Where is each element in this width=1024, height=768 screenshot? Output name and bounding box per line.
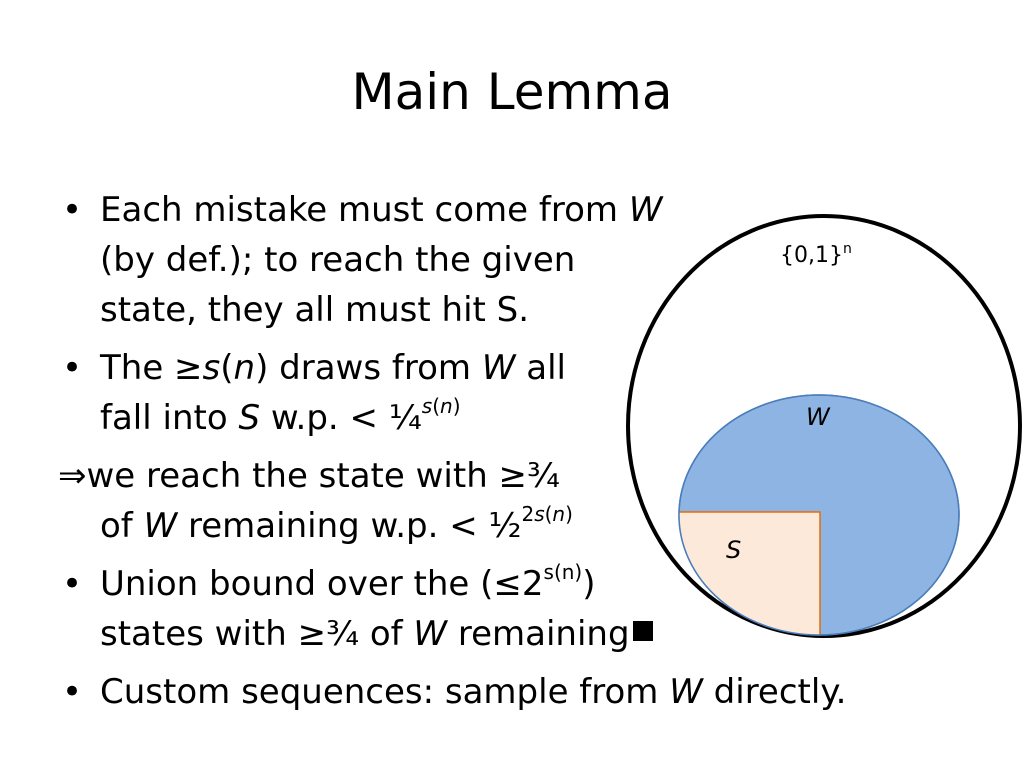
bullet-text: we reach the state with ≥¾ [86, 456, 561, 496]
bullet-line: Custom sequences: sample from W directly… [100, 668, 846, 717]
bullet-text: w.p. < ¼ [260, 398, 422, 438]
bullet-dot-icon: • [62, 564, 83, 604]
variable-w: W [481, 348, 516, 388]
exp-paren: ) [565, 501, 573, 526]
s-region [679, 511, 821, 635]
bullet-text: ) [582, 564, 596, 604]
bullet-line: Each mistake must come from W [100, 186, 662, 235]
implication-line: ⇒we reach the state with ≥¾ [58, 452, 560, 501]
exp-s: s [534, 501, 545, 526]
exp-paren: ( [544, 501, 553, 526]
bullet-dot-icon: • [62, 672, 83, 712]
bullet-line: of W remaining w.p. < ½2s(n) [100, 502, 573, 551]
exponent: s(n) [422, 394, 461, 418]
bullet-line: state, they all must hit S. [100, 286, 529, 335]
variable-n: n [233, 348, 256, 388]
w-label: W [806, 403, 831, 431]
exp-paren: ) [452, 393, 461, 418]
bullet-text: (by def.); to reach the given [100, 240, 576, 280]
bullet-text: of [100, 506, 144, 546]
bullet-text: remaining [447, 614, 630, 654]
bullet-text: Each mistake must come from [100, 190, 629, 230]
bullet-text: all [515, 348, 566, 388]
variable-s: s [202, 348, 221, 388]
universe-label: {0,1}n [780, 241, 852, 268]
w-outline [678, 394, 960, 636]
bullet-dot-icon: • [62, 348, 83, 388]
qed-square-icon [632, 621, 653, 641]
bullet-text: remaining w.p. < ½ [177, 506, 522, 546]
bullet-text: fall into [100, 398, 239, 438]
bullet-line: states with ≥¾ of W remaining [100, 610, 653, 659]
variable-w: W [143, 506, 178, 546]
bullet-text: ) draws from [255, 348, 482, 388]
bullet-text: Union bound over the (≤2 [100, 564, 544, 604]
bullet-line: (by def.); to reach the given [100, 236, 575, 285]
exp-n: n [552, 501, 566, 526]
bullet-text: states with ≥¾ of [100, 614, 414, 654]
exp-paren: ( [432, 393, 441, 418]
bullet-text: directly. [702, 672, 847, 712]
bullet-text: The ≥ [100, 348, 203, 388]
exponent: s(n) [543, 559, 583, 584]
slide-title: Main Lemma [351, 63, 673, 121]
universe-ellipse [626, 214, 1022, 638]
exp-s: s [421, 393, 433, 418]
exp-two: 2 [521, 501, 535, 526]
bullet-line: Union bound over the (≤2s(n)) [100, 560, 596, 609]
s-label: S [726, 536, 741, 564]
implies-icon: ⇒ [58, 456, 87, 496]
variable-w: W [413, 614, 448, 654]
variable-w: W [628, 190, 663, 230]
exp-n: n [440, 393, 453, 418]
bullet-text: Custom sequences: sample from [100, 672, 670, 712]
variable-s: S [238, 398, 261, 438]
bullet-line: The ≥s(n) draws from W all [100, 344, 566, 393]
set-diagram: {0,1}n W S [626, 214, 1022, 638]
bullet-line: fall into S w.p. < ¼s(n) [100, 394, 461, 443]
paren: ( [220, 348, 234, 388]
bullet-text: state, they all must hit S. [100, 290, 530, 330]
exponent: 2s(n) [521, 502, 572, 526]
variable-w: W [669, 672, 703, 712]
bullet-dot-icon: • [62, 190, 83, 230]
